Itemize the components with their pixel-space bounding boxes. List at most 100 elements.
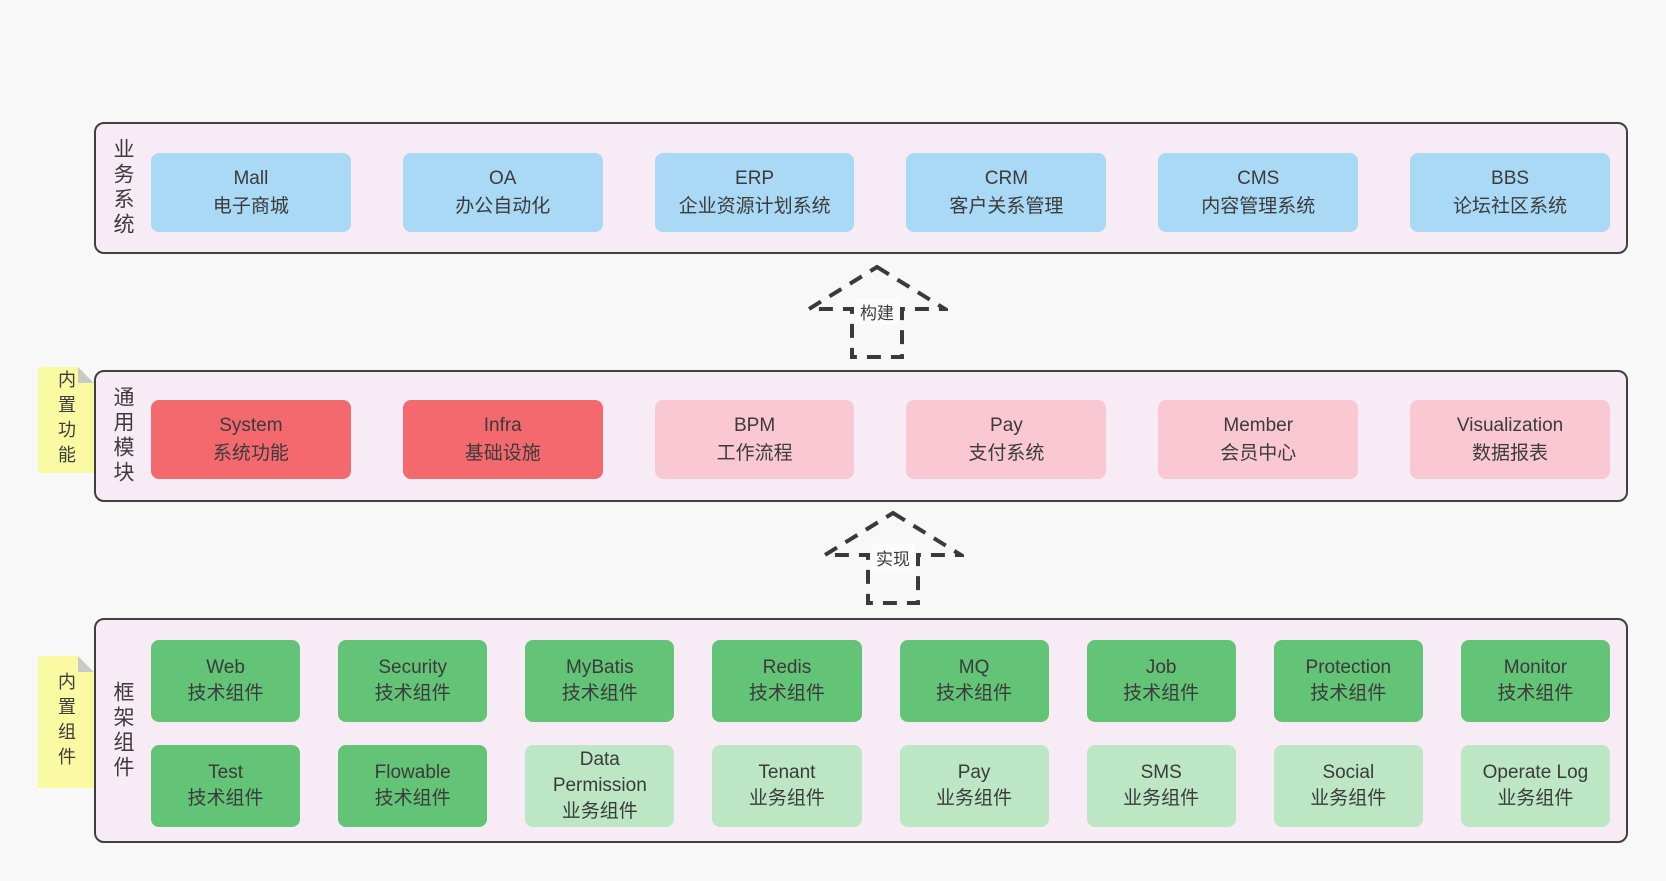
panel-label-business-systems: 业务系统 [111,138,134,238]
box-title: Mall [233,167,269,189]
box-subtitle: 业务组件 [1123,788,1200,809]
box-title: MyBatis [566,657,634,678]
note-fold-icon [78,367,94,383]
box-title: Monitor [1503,657,1568,678]
box-redis: Redis 技术组件 [712,640,862,722]
box-title: Member [1223,414,1294,436]
box-title: Pay [957,762,991,783]
box-title: CMS [1237,167,1280,189]
box-subtitle: 业务组件 [1310,788,1387,809]
box-subtitle: 技术组件 [374,788,451,809]
box-subtitle: 办公自动化 [455,195,551,217]
box-pay: Pay 业务组件 [899,745,1049,827]
box-title: Tenant [758,762,816,783]
box-title: OA [489,167,517,189]
box-subtitle: 电子商城 [212,195,289,217]
box-security: Security 技术组件 [338,640,488,722]
box-crm: CRM 客户关系管理 [906,153,1107,232]
box-infra: Infra 基础设施 [402,400,603,479]
box-title: Redis [762,657,812,678]
box-subtitle: 技术组件 [561,683,638,704]
box-bpm: BPM 工作流程 [654,400,855,479]
box-visualization: Visualization 数据报表 [1410,400,1610,479]
box-title: Protection [1305,657,1392,678]
box-subtitle: 基础设施 [464,442,541,464]
box-subtitle: 支付系统 [968,442,1045,464]
box-title: ERP [735,167,775,189]
box-social: Social 业务组件 [1273,745,1423,827]
build-arrow: 构建 [806,264,948,362]
box-subtitle: 客户关系管理 [949,195,1064,217]
note-fold-icon [78,656,94,672]
box-subtitle: 技术组件 [1497,683,1574,704]
box-subtitle: 系统功能 [212,442,289,464]
up-arrow-icon [806,264,948,359]
note-text: 内置功能 [56,370,76,470]
box-title: CRM [984,167,1029,189]
box-tenant: Tenant 业务组件 [712,745,862,827]
box-title: Visualization [1456,414,1564,436]
box-title: Social [1322,762,1375,783]
box-monitor: Monitor 技术组件 [1460,640,1610,722]
box-subtitle: 企业资源计划系统 [678,195,831,217]
box-title: Job [1145,657,1177,678]
box-title: Operate Log [1482,762,1589,783]
box-subtitle: 工作流程 [716,442,793,464]
box-subtitle: 技术组件 [187,683,264,704]
box-protection: Protection 技术组件 [1273,640,1423,722]
box-member: Member 会员中心 [1158,400,1359,479]
build-arrow-label: 构建 [855,298,899,325]
box-subtitle: 业务组件 [936,788,1013,809]
box-subtitle: 技术组件 [187,788,264,809]
box-subtitle: 技术组件 [374,683,451,704]
box-sms: SMS 业务组件 [1086,745,1236,827]
sticky-note-builtin-components: 内置组件 [38,656,94,788]
box-mybatis: MyBatis 技术组件 [525,640,675,722]
box-flowable: Flowable 技术组件 [338,745,488,827]
box-title: SMS [1140,762,1182,783]
box-system: System 系统功能 [151,400,351,479]
box-title: Web [206,657,245,678]
box-erp: ERP 企业资源计划系统 [654,153,855,232]
box-subtitle: 论坛社区系统 [1453,195,1568,217]
box-subtitle: 技术组件 [748,683,825,704]
implement-arrow: 实现 [822,510,964,608]
box-operate-log: Operate Log 业务组件 [1460,745,1610,827]
box-oa: OA 办公自动化 [402,153,603,232]
box-title: Security [378,657,447,678]
box-mall: Mall 电子商城 [151,153,351,232]
panel-label-common-modules: 通用模块 [111,386,134,486]
box-title: Data Permission [552,749,647,796]
sticky-note-builtin-features: 内置功能 [38,367,94,473]
box-web: Web 技术组件 [151,640,301,722]
box-mq: MQ 技术组件 [899,640,1049,722]
box-title: System [219,414,283,436]
box-title: BPM [733,414,776,436]
box-subtitle: 技术组件 [1310,683,1387,704]
box-title: Flowable [374,762,451,783]
box-job: Job 技术组件 [1086,640,1236,722]
note-text: 内置组件 [56,672,76,772]
box-subtitle: 会员中心 [1220,442,1297,464]
box-subtitle: 数据报表 [1472,442,1549,464]
up-arrow-icon [822,510,964,605]
box-title: Infra [483,414,522,436]
box-title: MQ [958,657,990,678]
box-subtitle: 技术组件 [1123,683,1200,704]
panel-label-framework-components: 框架组件 [111,680,134,781]
box-subtitle: 业务组件 [748,788,825,809]
box-subtitle: 技术组件 [936,683,1013,704]
box-subtitle: 业务组件 [1497,788,1574,809]
